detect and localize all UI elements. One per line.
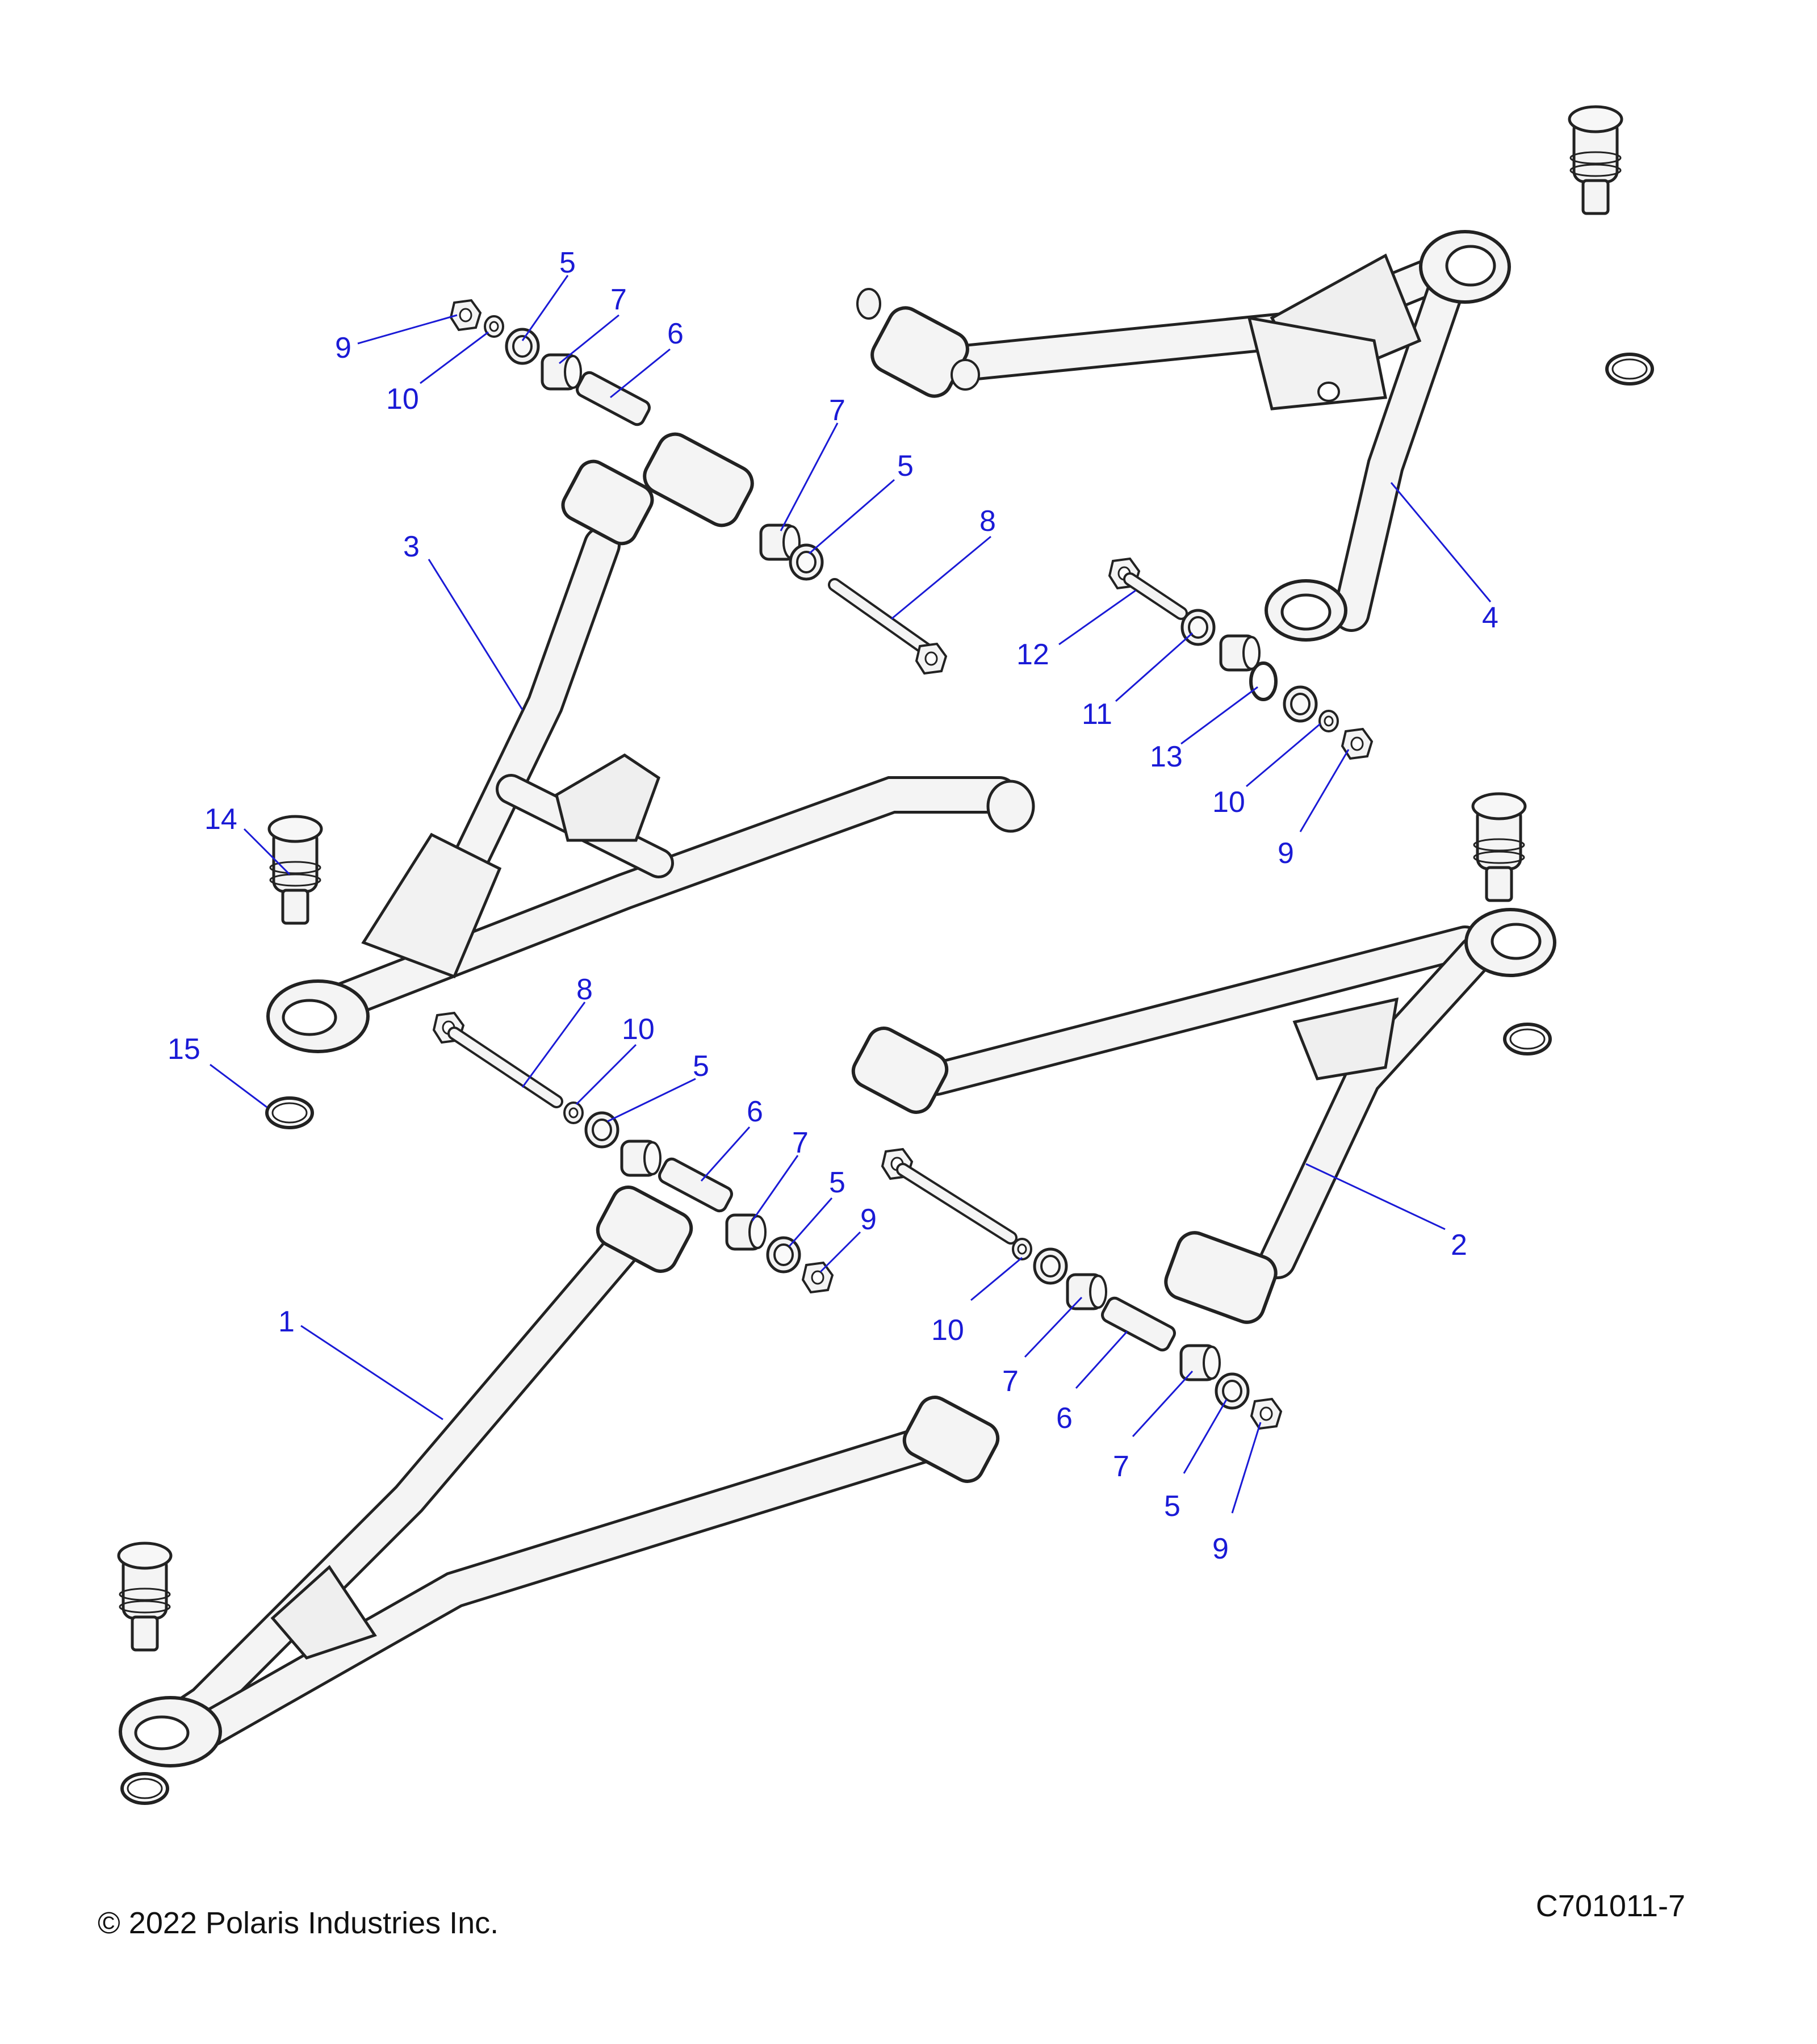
hardware-stack-lower-left xyxy=(433,1012,834,1293)
copyright-text: © 2022 Polaris Industries Inc. xyxy=(98,1906,499,1940)
hardware-stack-upper xyxy=(450,299,947,675)
callout-9: 9 xyxy=(1212,1532,1229,1565)
callout-4: 4 xyxy=(1482,601,1498,634)
a-arm-2 xyxy=(851,794,1556,1324)
ball-joint-icon xyxy=(1569,107,1622,213)
a-arm-1 xyxy=(119,1186,1000,1803)
callout-7: 7 xyxy=(610,283,627,316)
callout-5: 5 xyxy=(829,1166,845,1199)
callout-5: 5 xyxy=(897,450,914,483)
callout-5: 5 xyxy=(1164,1490,1180,1523)
callout-13: 13 xyxy=(1150,740,1183,773)
snap-ring-icon xyxy=(1505,1024,1550,1054)
snap-ring-icon xyxy=(267,1098,312,1128)
callout-10: 10 xyxy=(931,1314,964,1347)
a-arm-4 xyxy=(856,107,1652,642)
callout-8: 8 xyxy=(576,973,593,1006)
ball-joint-icon xyxy=(269,816,321,923)
snap-ring-icon xyxy=(122,1774,168,1803)
callout-5: 5 xyxy=(559,246,576,279)
hardware-stack-arm4 xyxy=(1108,558,1373,760)
hardware-stack-lower-right xyxy=(881,1148,1282,1430)
callout-10: 10 xyxy=(1212,786,1245,819)
callout-6: 6 xyxy=(747,1095,763,1128)
callout-7: 7 xyxy=(1002,1365,1019,1398)
ball-joint-icon xyxy=(119,1543,171,1650)
callout-10: 10 xyxy=(386,383,419,416)
callout-6: 6 xyxy=(1056,1402,1073,1435)
callout-12: 12 xyxy=(1016,638,1049,671)
callout-3: 3 xyxy=(403,530,420,563)
a-arm-3 xyxy=(267,459,1035,1128)
callout-labels: 9 10 5 7 6 7 5 8 3 4 12 11 13 10 9 14 15… xyxy=(168,246,1498,1565)
figure-id: C701011-7 xyxy=(1536,1889,1685,1923)
callout-14: 14 xyxy=(204,803,237,836)
ball-joint-icon xyxy=(1473,794,1525,900)
callout-11: 11 xyxy=(1082,698,1112,731)
callout-9: 9 xyxy=(860,1203,877,1236)
leader-lines xyxy=(210,275,1492,1514)
callout-10: 10 xyxy=(622,1013,655,1046)
callout-7: 7 xyxy=(829,394,845,427)
callout-9: 9 xyxy=(1278,837,1294,870)
callout-9: 9 xyxy=(335,332,351,365)
callout-6: 6 xyxy=(667,317,684,350)
callout-5: 5 xyxy=(693,1050,709,1083)
callout-1: 1 xyxy=(278,1305,295,1338)
callout-7: 7 xyxy=(1113,1450,1129,1483)
callout-7: 7 xyxy=(792,1126,809,1159)
snap-ring-icon xyxy=(1607,354,1652,384)
callout-2: 2 xyxy=(1451,1229,1467,1262)
callout-15: 15 xyxy=(168,1033,200,1066)
callout-8: 8 xyxy=(979,505,996,538)
